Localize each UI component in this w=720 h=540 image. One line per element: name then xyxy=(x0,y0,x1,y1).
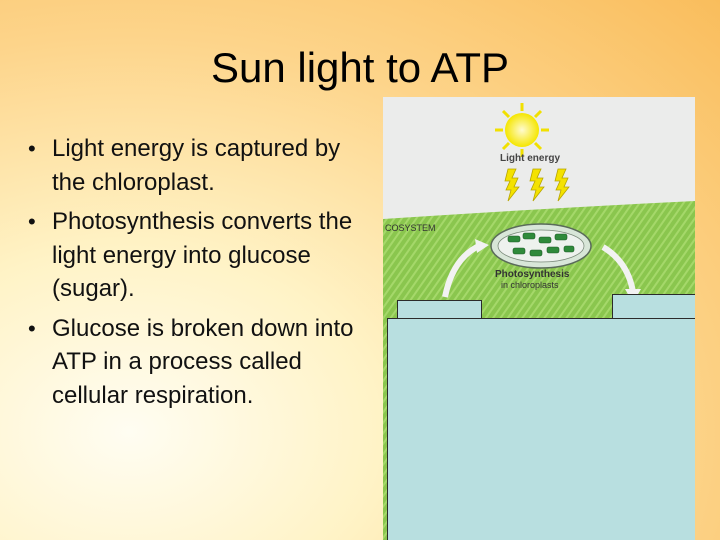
bullet-dot-icon: • xyxy=(28,136,36,161)
chloroplast-icon xyxy=(490,223,592,269)
bullet-text: Glucose is broken down into ATP in a pro… xyxy=(52,314,354,409)
cycle-arrows-icon xyxy=(442,242,636,298)
light-energy-label: Light energy xyxy=(500,153,560,164)
bullet-item: • Light energy is captured by the chloro… xyxy=(26,132,378,199)
chloroplast-sublabel: in chloroplasts xyxy=(501,280,559,290)
photosynthesis-label: Photosynthesis xyxy=(495,269,570,280)
bullet-item: • Photosynthesis converts the light ener… xyxy=(26,205,378,306)
light-rays-icon xyxy=(504,168,570,202)
slide-title: Sun light to ATP xyxy=(210,44,510,91)
bullet-dot-icon: • xyxy=(28,315,36,341)
sun-icon xyxy=(495,103,549,157)
bullet-dot-icon: • xyxy=(28,209,36,234)
bullet-item: • Glucose is broken down into ATP in a p… xyxy=(26,312,378,413)
cover-box-main xyxy=(387,318,695,540)
ecosystem-figure: Light energy COSYSTEM Photosynthesis xyxy=(383,97,695,540)
bullet-list: • Light energy is captured by the chloro… xyxy=(26,132,378,418)
ecosystem-label: COSYSTEM xyxy=(385,223,436,233)
bullet-text: Light energy is captured by the chloropl… xyxy=(52,135,341,196)
bullet-text: Photosynthesis converts the light energy… xyxy=(52,208,353,302)
